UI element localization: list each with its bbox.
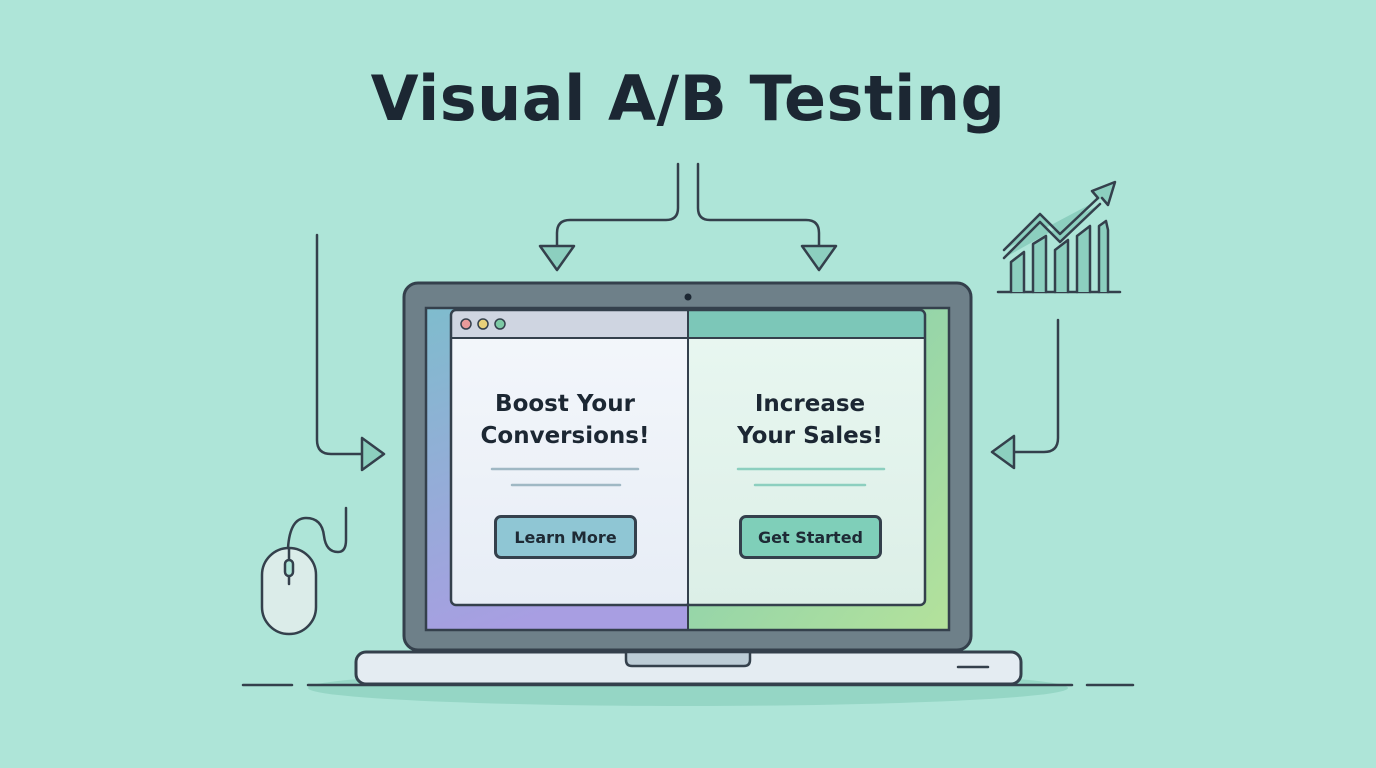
mouse-icon [260, 506, 348, 636]
get-started-button[interactable]: Get Started [739, 515, 882, 559]
variant-a-headline: Boost Your Conversions! [480, 391, 650, 449]
window-dots-icon [460, 318, 506, 330]
content-divider-lines [490, 467, 886, 487]
growth-chart-icon [996, 180, 1122, 294]
left-arrow [315, 233, 386, 472]
learn-more-button[interactable]: Learn More [494, 515, 637, 559]
variant-b-headline: Increase Your Sales! [737, 391, 883, 449]
split-arrows [538, 162, 838, 272]
page-title: Visual A/B Testing [370, 62, 1006, 135]
laptop-icon [354, 281, 1023, 686]
right-arrow [990, 318, 1060, 470]
